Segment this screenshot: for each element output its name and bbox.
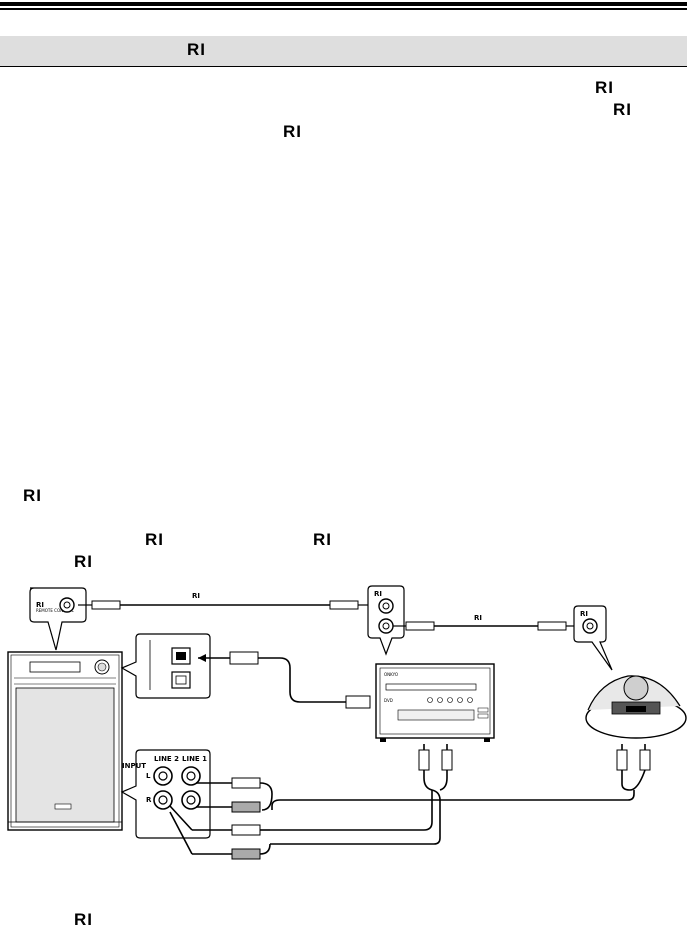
- optical-cable: [198, 651, 371, 709]
- ri-logo-cable-1: RI: [192, 592, 200, 600]
- dvd-player: ONKYO DVD: [375, 663, 495, 742]
- ri-cable-1: RI: [78, 592, 374, 610]
- ri-logo-paragraph-4: RI: [23, 486, 42, 505]
- remote-control-label: REMOTE CONTROL: [36, 608, 74, 613]
- section-heading-band: [0, 36, 687, 66]
- dvd-callout: RI: [367, 585, 405, 656]
- ri-logo-heading: RI: [187, 40, 206, 59]
- ri-logo-callout-dvd: RI: [374, 590, 382, 598]
- connection-diagram: RI REMOTE CONTROL LINE 2 LINE 1 INPUT L …: [7, 585, 687, 860]
- receiver-unit: RI REMOTE CONTROL: [7, 587, 123, 831]
- dvd-logo-label: DVD: [384, 698, 393, 703]
- dvd-brand-label: ONKYO: [384, 672, 398, 677]
- ri-logo-paragraph-6: RI: [313, 530, 332, 549]
- left-channel-label: L: [146, 772, 151, 780]
- ri-logo-paragraph-2: RI: [613, 100, 632, 119]
- header-rule-thick: [0, 2, 687, 6]
- line1-label: LINE 1: [182, 755, 207, 763]
- rca-plugs-receiver: [169, 777, 273, 860]
- rca-cable-dock: [271, 744, 651, 810]
- ri-logo-paragraph-7: RI: [74, 552, 93, 571]
- header-rule-thin: [0, 8, 687, 10]
- rca-cable-dvd: [270, 744, 453, 845]
- ri-logo-callout-dock: RI: [580, 610, 588, 618]
- ri-cable-2: RI: [393, 614, 582, 631]
- ri-logo-cable-2: RI: [474, 614, 482, 622]
- dock-callout: RI: [573, 605, 613, 671]
- analog-input-callout: LINE 2 LINE 1 INPUT L R: [120, 749, 211, 839]
- optical-input-callout: [120, 633, 211, 699]
- right-channel-label: R: [146, 796, 152, 804]
- input-label: INPUT: [122, 762, 146, 770]
- ri-logo-footer: RI: [74, 910, 93, 929]
- ri-logo-paragraph-3: RI: [283, 122, 302, 141]
- ipod-dock: [585, 675, 687, 739]
- ri-logo-paragraph-5: RI: [145, 530, 164, 549]
- line2-label: LINE 2: [154, 755, 179, 763]
- ri-logo-paragraph-1: RI: [595, 78, 614, 97]
- ri-logo-callout-receiver: RI: [36, 601, 44, 609]
- section-heading-rule: [0, 66, 687, 67]
